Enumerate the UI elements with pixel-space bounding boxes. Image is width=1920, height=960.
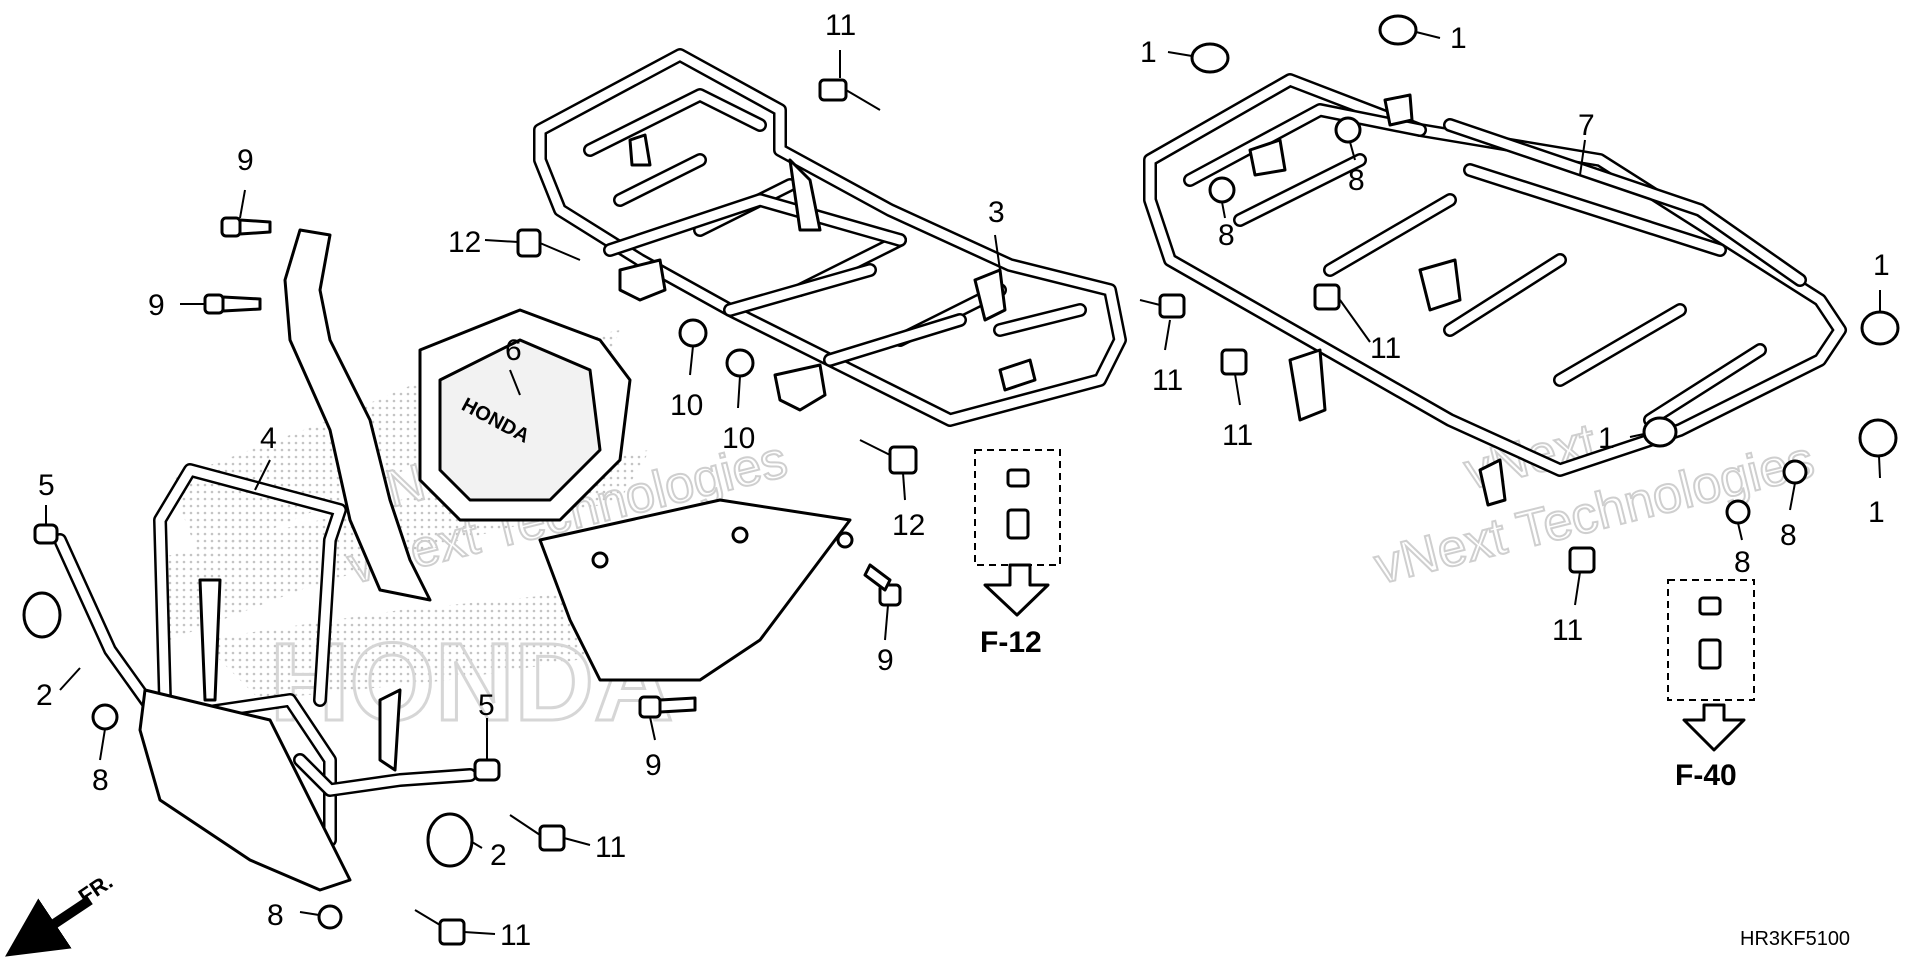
callout-8[interactable]: 8 <box>1348 164 1365 197</box>
callout-9[interactable]: 9 <box>148 289 165 322</box>
callout-10[interactable]: 10 <box>722 422 755 455</box>
cap-5-left <box>33 523 59 545</box>
clip-9-mid <box>203 293 262 315</box>
bolt-12-lower <box>859 439 918 475</box>
callout-11[interactable]: 11 <box>1222 419 1253 452</box>
callout-4[interactable]: 4 <box>260 422 277 455</box>
bolt-11-rear-c <box>1568 546 1596 574</box>
callout-7[interactable]: 7 <box>1578 109 1595 142</box>
callout-6[interactable]: 6 <box>505 334 522 367</box>
reference-box-f12: F-12 <box>974 449 1061 659</box>
nut-8-left <box>91 703 119 731</box>
callout-3[interactable]: 3 <box>988 196 1005 229</box>
clip-9-top <box>220 216 272 238</box>
callout-1[interactable]: 1 <box>1140 36 1157 69</box>
clip-9-right <box>863 563 902 607</box>
bumper-1-right-mid <box>1858 418 1898 458</box>
callout-9[interactable]: 9 <box>877 644 894 677</box>
bumper-1-rear-inner <box>1642 416 1678 448</box>
bolt-11-top <box>818 78 881 111</box>
front-bumper-part-4 <box>53 463 477 892</box>
nut-8-rear-b <box>1208 176 1236 204</box>
callout-12[interactable]: 12 <box>448 226 481 259</box>
callout-1[interactable]: 1 <box>1450 22 1467 55</box>
callout-8[interactable]: 8 <box>1218 219 1235 252</box>
callout-8[interactable]: 8 <box>92 764 109 797</box>
bolt-12-left <box>516 228 581 261</box>
bumper-1-top-right <box>1378 14 1418 46</box>
bumper-1-right-top <box>1860 310 1900 346</box>
nut-8-rear-d <box>1725 499 1751 525</box>
callout-11[interactable]: 11 <box>825 9 856 42</box>
callout-9[interactable]: 9 <box>237 144 254 177</box>
callout-5[interactable]: 5 <box>478 689 495 722</box>
front-carrier-part-3 <box>533 48 1127 427</box>
reference-f40-label[interactable]: F-40 <box>1675 759 1737 792</box>
callout-12[interactable]: 12 <box>892 509 925 542</box>
nut-8-rear-a <box>1334 116 1362 144</box>
callout-8[interactable]: 8 <box>1734 546 1751 579</box>
cap-5-right <box>473 758 501 782</box>
bolt-11-front-right <box>1139 293 1186 319</box>
nut-10b <box>725 348 755 378</box>
callout-1[interactable]: 1 <box>1598 422 1615 455</box>
bolt-11-rear-a <box>1313 283 1341 311</box>
front-direction-indicator: FR. <box>5 869 117 957</box>
bolt-11-bottom-b <box>414 909 466 946</box>
grommet-2-left <box>22 591 62 639</box>
nut-8-bottom <box>317 904 343 930</box>
front-grille-part-6: HONDA <box>283 228 854 682</box>
nut-8-rear-c <box>1782 459 1808 485</box>
rear-carrier-part-7 <box>1143 73 1847 507</box>
bolt-11-bottom-a <box>509 814 566 852</box>
callout-11[interactable]: 11 <box>1152 364 1183 397</box>
callout-11[interactable]: 11 <box>1552 614 1583 647</box>
callout-8[interactable]: 8 <box>1780 519 1797 552</box>
callout-9[interactable]: 9 <box>645 749 662 782</box>
bumper-1-top-left <box>1190 42 1230 74</box>
callout-1[interactable]: 1 <box>1873 249 1890 282</box>
hardware <box>22 14 1900 946</box>
callout-5[interactable]: 5 <box>38 469 55 502</box>
nut-10a <box>678 318 708 348</box>
reference-f12-label[interactable]: F-12 <box>980 626 1042 659</box>
callouts: 11 12 3 11 10 10 12 9 9 6 4 5 2 8 5 9 9 … <box>36 9 1890 952</box>
callout-1[interactable]: 1 <box>1868 496 1885 529</box>
callout-2[interactable]: 2 <box>36 679 53 712</box>
callout-8[interactable]: 8 <box>267 899 284 932</box>
callout-2[interactable]: 2 <box>490 839 507 872</box>
callout-10[interactable]: 10 <box>670 389 703 422</box>
callout-11[interactable]: 11 <box>500 919 531 952</box>
callout-11[interactable]: 11 <box>595 831 626 864</box>
clip-9-bottom <box>638 695 697 719</box>
diagram-code: HR3KF5100 <box>1740 928 1850 950</box>
callout-11[interactable]: 11 <box>1370 332 1401 365</box>
bolt-11-rear-b <box>1220 348 1248 376</box>
reference-box-f40: F-40 <box>1667 579 1755 792</box>
leader-lines <box>45 31 1881 935</box>
grommet-2-bottom <box>426 812 474 868</box>
